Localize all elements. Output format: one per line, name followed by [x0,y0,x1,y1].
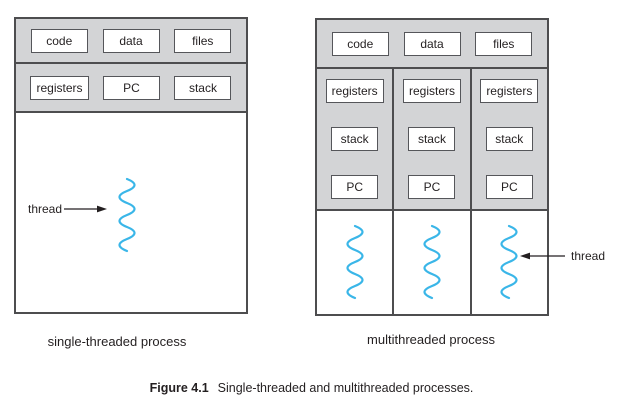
thread-area-3 [472,211,547,314]
registers-box: registers [325,79,384,103]
thread-state-stack-3: registers stack PC [471,69,547,211]
thread-squiggle [110,177,144,253]
multithreaded-caption: multithreaded process [367,332,495,347]
data-box: data [102,28,160,53]
pc-box: PC [331,175,379,199]
pc-box: PC [485,175,533,199]
thread-label: thread [28,202,63,216]
thread-state-stack-2: registers stack PC [394,69,470,211]
single-threaded-process-box: code data files registers PC stack threa… [14,17,248,314]
arrow-left-icon [520,252,565,260]
code-box: code [30,28,88,53]
registers-box: registers [402,79,461,103]
thread-column-2: registers stack PC [394,69,472,314]
arrow-right-icon [64,205,108,213]
pc-box: PC [102,75,160,100]
code-box: code [331,31,389,56]
process-resources-row: code data files [16,19,246,64]
files-box: files [475,31,533,56]
thread-annotation: thread [28,199,108,219]
stack-box: stack [174,75,232,100]
thread-column-1: registers stack PC [317,69,395,314]
thread-squiggle [500,224,518,300]
multithreaded-process-box: code data files registers stack PC [315,18,549,316]
thread-area-1 [317,211,392,314]
data-box: data [403,31,461,56]
thread-squiggle [346,224,364,300]
thread-column-3: registers stack PC [471,69,547,314]
figure-number: Figure 4.1 [149,381,209,395]
thread-state-stack-1: registers stack PC [317,69,393,211]
thread-annotation: thread [520,249,605,263]
thread-state-row: registers PC stack [16,64,246,113]
process-resources-row: code data files [317,20,547,69]
thread-columns: registers stack PC registers stack PC [317,69,547,314]
stack-box: stack [408,127,456,151]
registers-box: registers [30,75,89,100]
stack-box: stack [331,127,379,151]
thread-label: thread [571,249,606,263]
single-threaded-caption: single-threaded process [47,334,187,349]
thread-area-2 [394,211,469,314]
thread-squiggle [423,224,441,300]
single-thread-area: thread [16,113,246,312]
stack-box: stack [485,127,533,151]
pc-box: PC [408,175,456,199]
figure-caption: Figure 4.1 Single-threaded and multithrea… [0,381,623,395]
figure-caption-text: Single-threaded and multithreaded proces… [217,381,474,395]
registers-box: registers [480,79,539,103]
files-box: files [174,28,232,53]
